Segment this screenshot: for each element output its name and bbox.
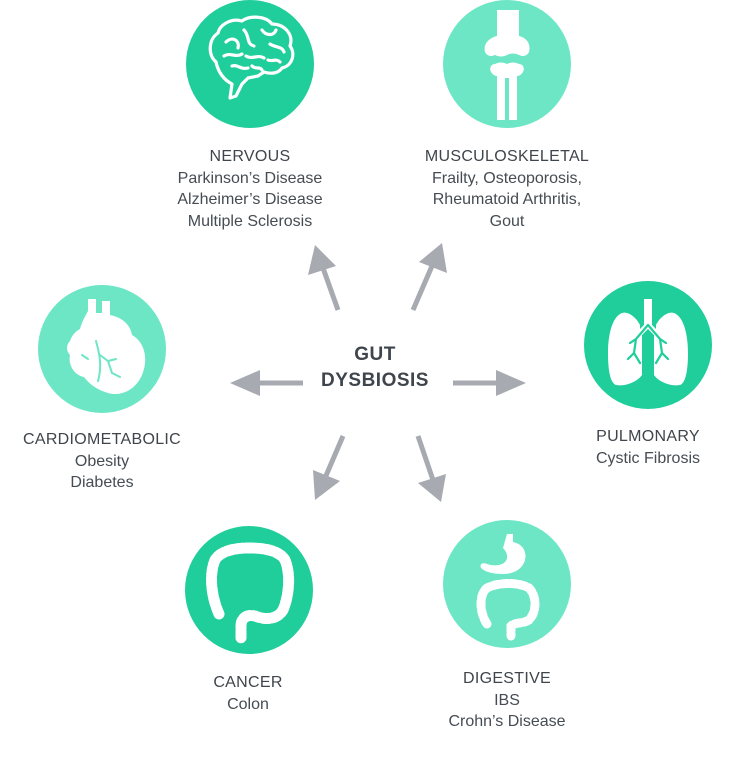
cardiometabolic-title: CARDIOMETABOLIC [23, 431, 181, 448]
nervous-circle [186, 0, 314, 128]
colon-icon [206, 542, 295, 644]
cancer-title: CANCER [213, 674, 283, 691]
stomach-intestine-icon [476, 534, 540, 641]
arrow-to-cardiometabolic [230, 370, 303, 396]
nervous-title: NERVOUS [209, 148, 291, 165]
digestive-item-2: Crohn’s Disease [448, 713, 566, 730]
arrow-to-musculoskeletal [410, 243, 447, 311]
musculoskeletal-label: MUSCULOSKELETAL Frailty, Osteoporosis, R… [387, 146, 627, 232]
center-line-2: DYSBIOSIS [321, 370, 429, 391]
cardiometabolic-label: CARDIOMETABOLIC Obesity Diabetes [0, 429, 204, 494]
cardiometabolic-item-2: Diabetes [70, 474, 134, 491]
cardiometabolic-item-1: Obesity [74, 452, 130, 470]
cancer-label: CANCER Colon [168, 672, 328, 715]
pulmonary-title: PULMONARY [596, 428, 700, 445]
digestive-label: DIGESTIVE IBS Crohn’s Disease [407, 668, 607, 733]
pulmonary-circle [584, 281, 712, 409]
center-line-1: GUT [354, 344, 396, 365]
cardiometabolic-circle [38, 285, 166, 413]
heart-icon [67, 299, 146, 395]
musculoskeletal-item-1: Frailty, Osteoporosis, [432, 169, 582, 187]
brain-icon [208, 15, 295, 100]
musculoskeletal-title: MUSCULOSKELETAL [424, 148, 590, 165]
digestive-circle [443, 520, 571, 648]
nervous-item-3: Multiple Sclerosis [187, 212, 313, 230]
nervous-item-2: Alzheimer’s Disease [177, 191, 323, 208]
arrow-to-digestive [415, 435, 446, 502]
musculoskeletal-circle [443, 0, 571, 128]
center-label: GUT DYSBIOSIS [300, 342, 450, 394]
musculoskeletal-item-3: Gout [489, 212, 525, 230]
arrow-to-pulmonary [453, 370, 526, 396]
digestive-title: DIGESTIVE [462, 670, 552, 687]
nervous-label: NERVOUS Parkinson’s Disease Alzheimer’s … [130, 146, 370, 232]
nervous-item-1: Parkinson’s Disease [177, 169, 323, 187]
lungs-icon [608, 299, 688, 386]
cancer-item-1: Colon [227, 695, 269, 713]
musculoskeletal-item-2: Rheumatoid Arthritis, [432, 191, 582, 208]
knee-joint-icon [484, 10, 530, 120]
arrow-to-cancer [313, 435, 346, 500]
cancer-circle [185, 526, 313, 654]
pulmonary-label: PULMONARY Cystic Fibrosis [568, 426, 728, 469]
arrow-to-nervous [308, 245, 341, 311]
digestive-item-1: IBS [494, 691, 520, 709]
pulmonary-item-1: Cystic Fibrosis [595, 449, 700, 467]
